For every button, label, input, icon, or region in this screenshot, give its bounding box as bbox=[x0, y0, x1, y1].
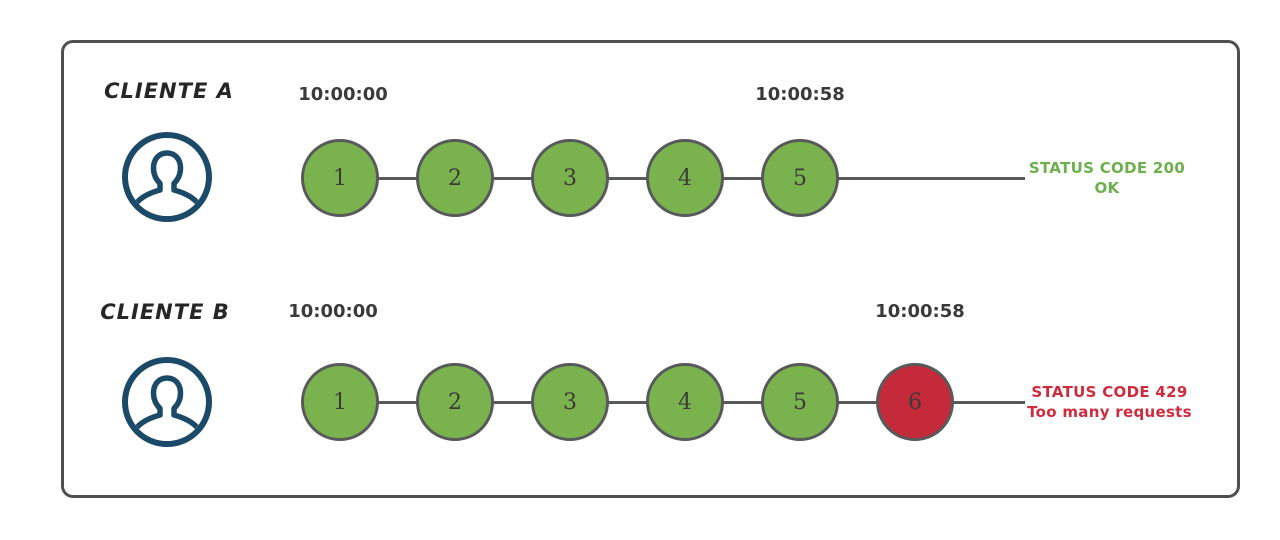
request-circle-3: 3 bbox=[531, 363, 609, 441]
request-number: 3 bbox=[563, 165, 577, 191]
status-code-text: STATUS CODE 200 bbox=[1028, 159, 1186, 177]
request-number: 5 bbox=[793, 165, 807, 191]
request-number: 4 bbox=[678, 165, 692, 191]
request-number: 1 bbox=[333, 165, 347, 191]
status-label: STATUS CODE 429 Too many requests bbox=[1022, 382, 1197, 422]
start-timestamp: 10:00:00 bbox=[298, 84, 388, 105]
user-icon bbox=[121, 356, 213, 448]
request-number: 1 bbox=[333, 389, 347, 415]
request-circle-2: 2 bbox=[416, 139, 494, 217]
status-label: STATUS CODE 200 OK bbox=[1022, 158, 1192, 198]
status-message-text: OK bbox=[1094, 179, 1120, 197]
request-number: 3 bbox=[563, 389, 577, 415]
request-number: 5 bbox=[793, 389, 807, 415]
client-a-label: CLIENTE A bbox=[104, 79, 234, 103]
request-number: 2 bbox=[448, 165, 462, 191]
request-circle-4: 4 bbox=[646, 139, 724, 217]
status-code-text: STATUS CODE 429 bbox=[1031, 383, 1188, 401]
request-circle-4: 4 bbox=[646, 363, 724, 441]
request-circle-5: 5 bbox=[761, 363, 839, 441]
request-number: 6 bbox=[908, 389, 922, 415]
status-message-text: Too many requests bbox=[1027, 403, 1192, 421]
request-number: 4 bbox=[678, 389, 692, 415]
request-circle-1: 1 bbox=[301, 139, 379, 217]
request-circle-2: 2 bbox=[416, 363, 494, 441]
request-circle-5: 5 bbox=[761, 139, 839, 217]
request-number: 2 bbox=[448, 389, 462, 415]
end-timestamp: 10:00:58 bbox=[755, 84, 845, 105]
start-timestamp: 10:00:00 bbox=[288, 301, 378, 322]
client-b-label: CLIENTE B bbox=[100, 300, 230, 324]
request-circle-6-blocked: 6 bbox=[876, 363, 954, 441]
request-circle-1: 1 bbox=[301, 363, 379, 441]
user-icon bbox=[121, 131, 213, 223]
end-timestamp: 10:00:58 bbox=[875, 301, 965, 322]
request-circle-3: 3 bbox=[531, 139, 609, 217]
